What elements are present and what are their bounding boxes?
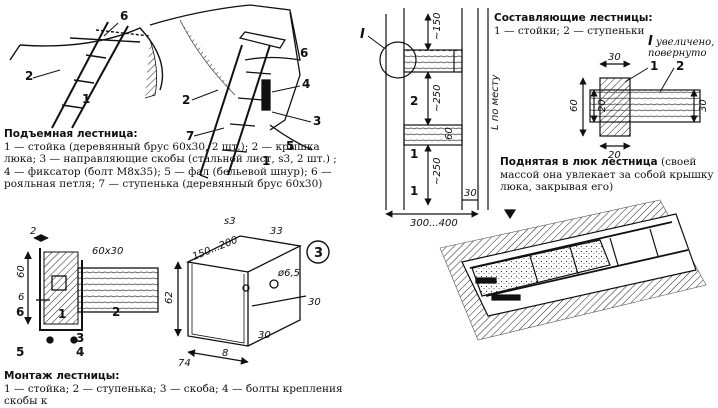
dim-300-400: 300...400	[410, 218, 458, 229]
bracket-drawing	[174, 235, 307, 365]
label-mount-6: 6	[16, 305, 24, 319]
dim-250-a: ~250	[432, 85, 443, 112]
dim-250-b: ~250	[432, 158, 443, 185]
label-components-2: 2	[410, 94, 418, 108]
dim-mount-2: 2	[30, 226, 36, 237]
dim-mount-60x30: 60х30	[92, 246, 123, 257]
label-ladder-2: 2	[182, 93, 190, 107]
label-detail-1: 1	[650, 59, 658, 73]
dim-detail-30-top: 30	[608, 52, 621, 63]
label-mount-3: 3	[76, 331, 84, 345]
caption-raised-title: Поднятая в люк лестница	[500, 156, 658, 168]
caption-components-text: 1 — стойки; 2 — ступеньки	[494, 24, 645, 37]
dim-mount-6: 6	[18, 292, 24, 303]
label-ladder-3: 3	[313, 114, 321, 128]
dim-bracket-30-right: 30	[308, 297, 321, 308]
caption-lift-ladder-text: 1 — стойка (деревянный брус 60х30, 2 шт.…	[4, 140, 337, 191]
label-components-1a: 1	[410, 147, 418, 161]
mounting-section-drawing	[24, 234, 159, 344]
label-top-left-1: 1	[82, 92, 90, 106]
caption-mounting-text: 1 — стойка; 2 — ступенька; 3 — скоба; 4 …	[4, 382, 343, 408]
label-top-left-2: 2	[25, 69, 33, 83]
top-left-labels: 6 2 1	[25, 9, 128, 106]
label-detail-2: 2	[676, 59, 684, 73]
caption-raised-text: (своей массой она увлекает за собой крыш…	[500, 156, 714, 193]
components-drawing	[379, 8, 489, 218]
label-mount-1: 1	[58, 307, 66, 321]
components-labels: I 2 1 1 ~150 ~250 ~250 60 L по месту 30 …	[360, 13, 501, 229]
dim-bracket-s3: s3	[224, 216, 236, 227]
detail-I-labels: 1 2 30 60 20 30 20	[569, 52, 709, 161]
dim-bracket-30-bottom: 30	[258, 330, 271, 341]
caption-detail-note: I увеличено, повернуто	[648, 34, 718, 59]
dim-bracket-74: 74	[178, 358, 191, 369]
dim-bracket-hole: ø6,5	[277, 268, 300, 279]
bracket-badge: 3	[314, 246, 323, 261]
dim-bracket-8: 8	[222, 348, 228, 359]
dim-bracket-150-200: 150...200	[191, 235, 239, 263]
dim-detail-60: 60	[569, 99, 580, 112]
dim-bracket-62: 62	[164, 291, 175, 304]
caption-raised: Поднятая в люк лестница (своей массой он…	[500, 156, 714, 194]
dim-60: 60	[444, 127, 455, 140]
caption-lift-ladder-title: Подъемная лестница:	[4, 128, 138, 140]
dim-detail-20-left: 20	[597, 99, 608, 112]
dim-mount-60: 60	[16, 265, 27, 278]
label-ladder-5: 5	[286, 139, 294, 153]
label-components-I: I	[360, 27, 365, 42]
caption-detail-roman: I	[648, 34, 653, 49]
caption-mounting-title: Монтаж лестницы:	[4, 370, 120, 382]
label-ladder-7: 7	[186, 129, 194, 143]
raised-ladder-drawing	[439, 199, 707, 341]
label-mount-4: 4	[76, 345, 84, 359]
bracket-badge-circle	[306, 240, 330, 264]
caption-components: Составляющие лестницы: 1 — стойки; 2 — с…	[494, 12, 716, 37]
lift-ladder-labels: 6 2 4 3 7 5 1	[182, 46, 321, 168]
dim-detail-20-bottom: 20	[608, 150, 621, 161]
lift-ladder-drawing	[149, 4, 313, 179]
detail-I-drawing	[579, 60, 701, 150]
caption-mounting: Монтаж лестницы: 1 — стойка; 2 — ступень…	[4, 370, 354, 408]
label-components-1b: 1	[410, 184, 418, 198]
dim-l-po-mestu: L по месту	[490, 73, 501, 130]
hatch-ladder-detail	[9, 21, 164, 129]
mounting-labels: 2 60х30 6 60 1 2 3 4 5 6	[16, 226, 123, 359]
dim-30: 30	[464, 188, 477, 199]
dim-bracket-33: 33	[270, 226, 283, 237]
caption-lift-ladder: Подъемная лестница: 1 — стойка (деревянн…	[4, 128, 344, 191]
label-ladder-1: 1	[262, 154, 270, 168]
caption-detail-text: увеличено, повернуто	[648, 37, 715, 59]
dim-150: ~150	[432, 13, 443, 40]
caption-components-title: Составляющие лестницы:	[494, 12, 653, 24]
dim-detail-30-right: 30	[698, 99, 709, 112]
label-mount-2: 2	[112, 305, 120, 319]
label-ladder-4: 4	[302, 77, 310, 91]
label-ladder-6: 6	[300, 46, 308, 60]
label-mount-5: 5	[16, 345, 24, 359]
label-top-left-6: 6	[120, 9, 128, 23]
